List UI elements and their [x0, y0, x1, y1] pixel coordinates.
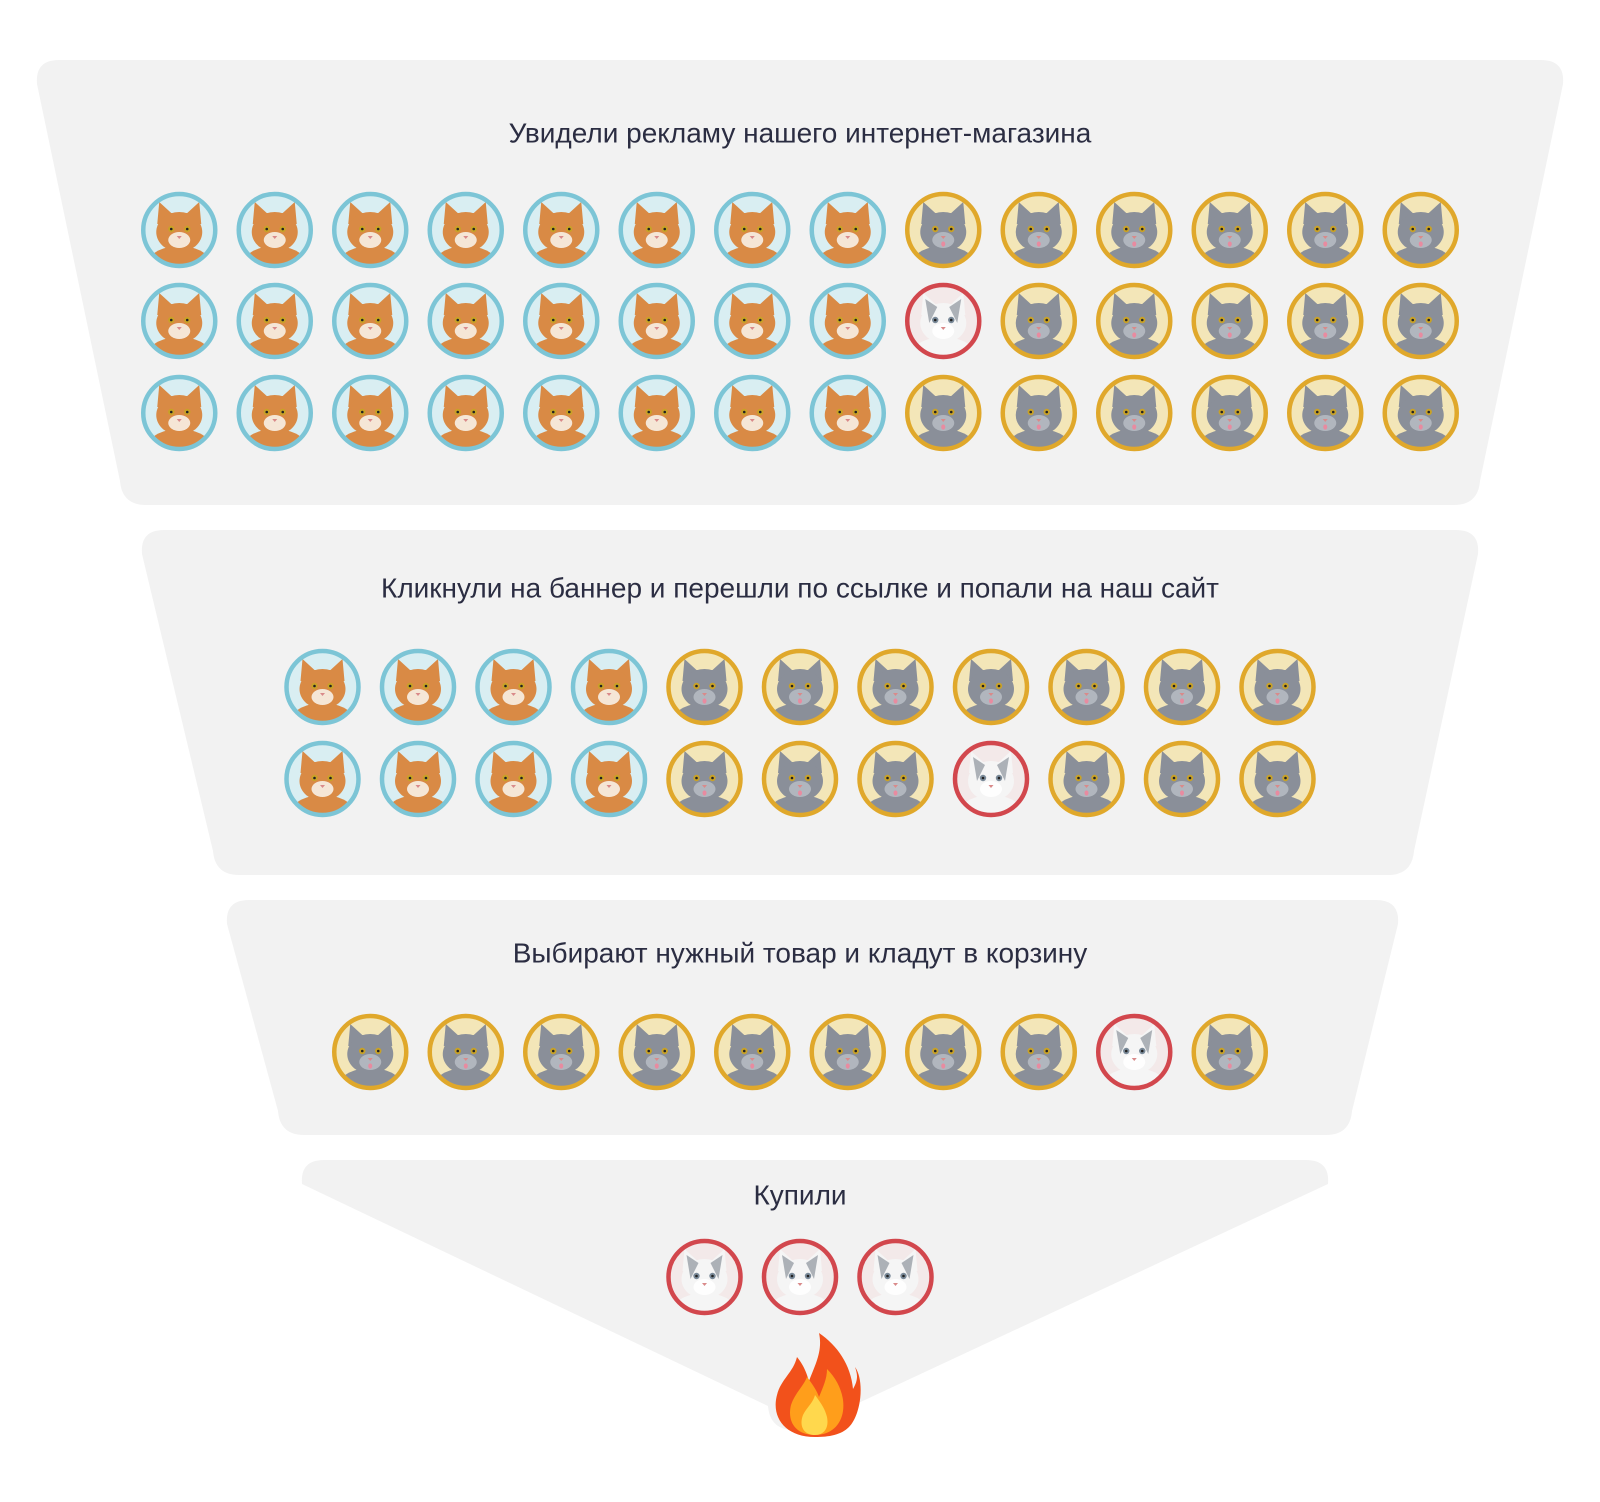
ginger-cat-avatar: [379, 740, 457, 818]
gray-cat-avatar: [1000, 191, 1077, 269]
ginger-cat-avatar: [284, 740, 361, 818]
ginger-cat-avatar: [570, 740, 648, 818]
white-cat-avatar: [1096, 1013, 1173, 1091]
funnel-stage-panel: [36, 60, 1564, 505]
gray-cat-avatar: [523, 1013, 600, 1091]
gray-cat-avatar: [1000, 1013, 1077, 1091]
gray-cat-avatar: [1000, 282, 1077, 360]
gray-cat-avatar: [1239, 740, 1316, 818]
gray-cat-avatar: [905, 1013, 982, 1091]
gray-cat-avatar: [332, 1013, 409, 1091]
ginger-cat-avatar: [809, 191, 886, 269]
ginger-cat-avatar: [809, 282, 886, 360]
white-cat-avatar: [905, 282, 982, 360]
gray-cat-avatar: [1000, 374, 1077, 452]
gray-cat-avatar: [1096, 282, 1173, 360]
ginger-cat-avatar: [427, 374, 504, 452]
ginger-cat-avatar: [332, 282, 409, 360]
gray-cat-avatar: [666, 648, 743, 726]
gray-cat-avatar: [1096, 374, 1173, 452]
gray-cat-avatar: [1287, 282, 1364, 360]
white-cat-avatar: [761, 1238, 839, 1316]
ginger-cat-avatar: [618, 191, 695, 269]
gray-cat-avatar: [1096, 191, 1173, 269]
ginger-cat-avatar: [379, 648, 457, 726]
ginger-cat-avatar: [475, 648, 552, 726]
ginger-cat-avatar: [618, 282, 695, 360]
funnel-stage-title: Купили: [753, 1179, 846, 1210]
gray-cat-avatar: [666, 740, 743, 818]
ginger-cat-avatar: [141, 282, 218, 360]
gray-cat-avatar: [1287, 374, 1364, 452]
gray-cat-avatar: [761, 740, 839, 818]
ginger-cat-avatar: [332, 191, 409, 269]
ginger-cat-avatar: [236, 191, 313, 269]
gray-cat-avatar: [427, 1013, 504, 1091]
ginger-cat-avatar: [570, 648, 648, 726]
ginger-cat-avatar: [523, 191, 600, 269]
gray-cat-avatar: [1048, 740, 1125, 818]
ginger-cat-avatar: [332, 374, 409, 452]
gray-cat-avatar: [761, 648, 839, 726]
fire-icon: [775, 1333, 861, 1437]
ginger-cat-avatar: [618, 374, 695, 452]
ginger-cat-avatar: [141, 374, 218, 452]
white-cat-avatar: [857, 1238, 934, 1316]
gray-cat-avatar: [857, 648, 934, 726]
gray-cat-avatar: [714, 1013, 791, 1091]
gray-cat-avatar: [905, 374, 982, 452]
ginger-cat-avatar: [236, 282, 313, 360]
gray-cat-avatar: [1382, 191, 1459, 269]
gray-cat-avatar: [1048, 648, 1125, 726]
gray-cat-avatar: [952, 648, 1030, 726]
white-cat-avatar: [952, 740, 1030, 818]
gray-cat-avatar: [618, 1013, 695, 1091]
ginger-cat-avatar: [714, 374, 791, 452]
gray-cat-avatar: [1191, 282, 1268, 360]
gray-cat-avatar: [1382, 282, 1459, 360]
funnel-stage-title: Кликнули на баннер и перешли по ссылке и…: [381, 572, 1219, 603]
ginger-cat-avatar: [714, 282, 791, 360]
ginger-cat-avatar: [427, 191, 504, 269]
ginger-cat-avatar: [475, 740, 552, 818]
ginger-cat-avatar: [523, 374, 600, 452]
ginger-cat-avatar: [141, 191, 218, 269]
ginger-cat-avatar: [284, 648, 361, 726]
gray-cat-avatar: [1143, 740, 1221, 818]
ginger-cat-avatar: [236, 374, 313, 452]
gray-cat-avatar: [1287, 191, 1364, 269]
white-cat-avatar: [666, 1238, 743, 1316]
ginger-cat-avatar: [809, 374, 886, 452]
gray-cat-avatar: [857, 740, 934, 818]
gray-cat-avatar: [905, 191, 982, 269]
funnel-stage-title: Увидели рекламу нашего интернет-магазина: [509, 117, 1092, 148]
gray-cat-avatar: [1191, 374, 1268, 452]
gray-cat-avatar: [1191, 191, 1268, 269]
gray-cat-avatar: [1191, 1013, 1268, 1091]
gray-cat-avatar: [1382, 374, 1459, 452]
ginger-cat-avatar: [427, 282, 504, 360]
gray-cat-avatar: [1143, 648, 1221, 726]
ginger-cat-avatar: [523, 282, 600, 360]
gray-cat-avatar: [809, 1013, 886, 1091]
gray-cat-avatar: [1239, 648, 1316, 726]
funnel-stage-title: Выбирают нужный товар и кладут в корзину: [513, 937, 1088, 968]
ginger-cat-avatar: [714, 191, 791, 269]
funnel-stage: Увидели рекламу нашего интернет-магазина: [36, 60, 1564, 505]
